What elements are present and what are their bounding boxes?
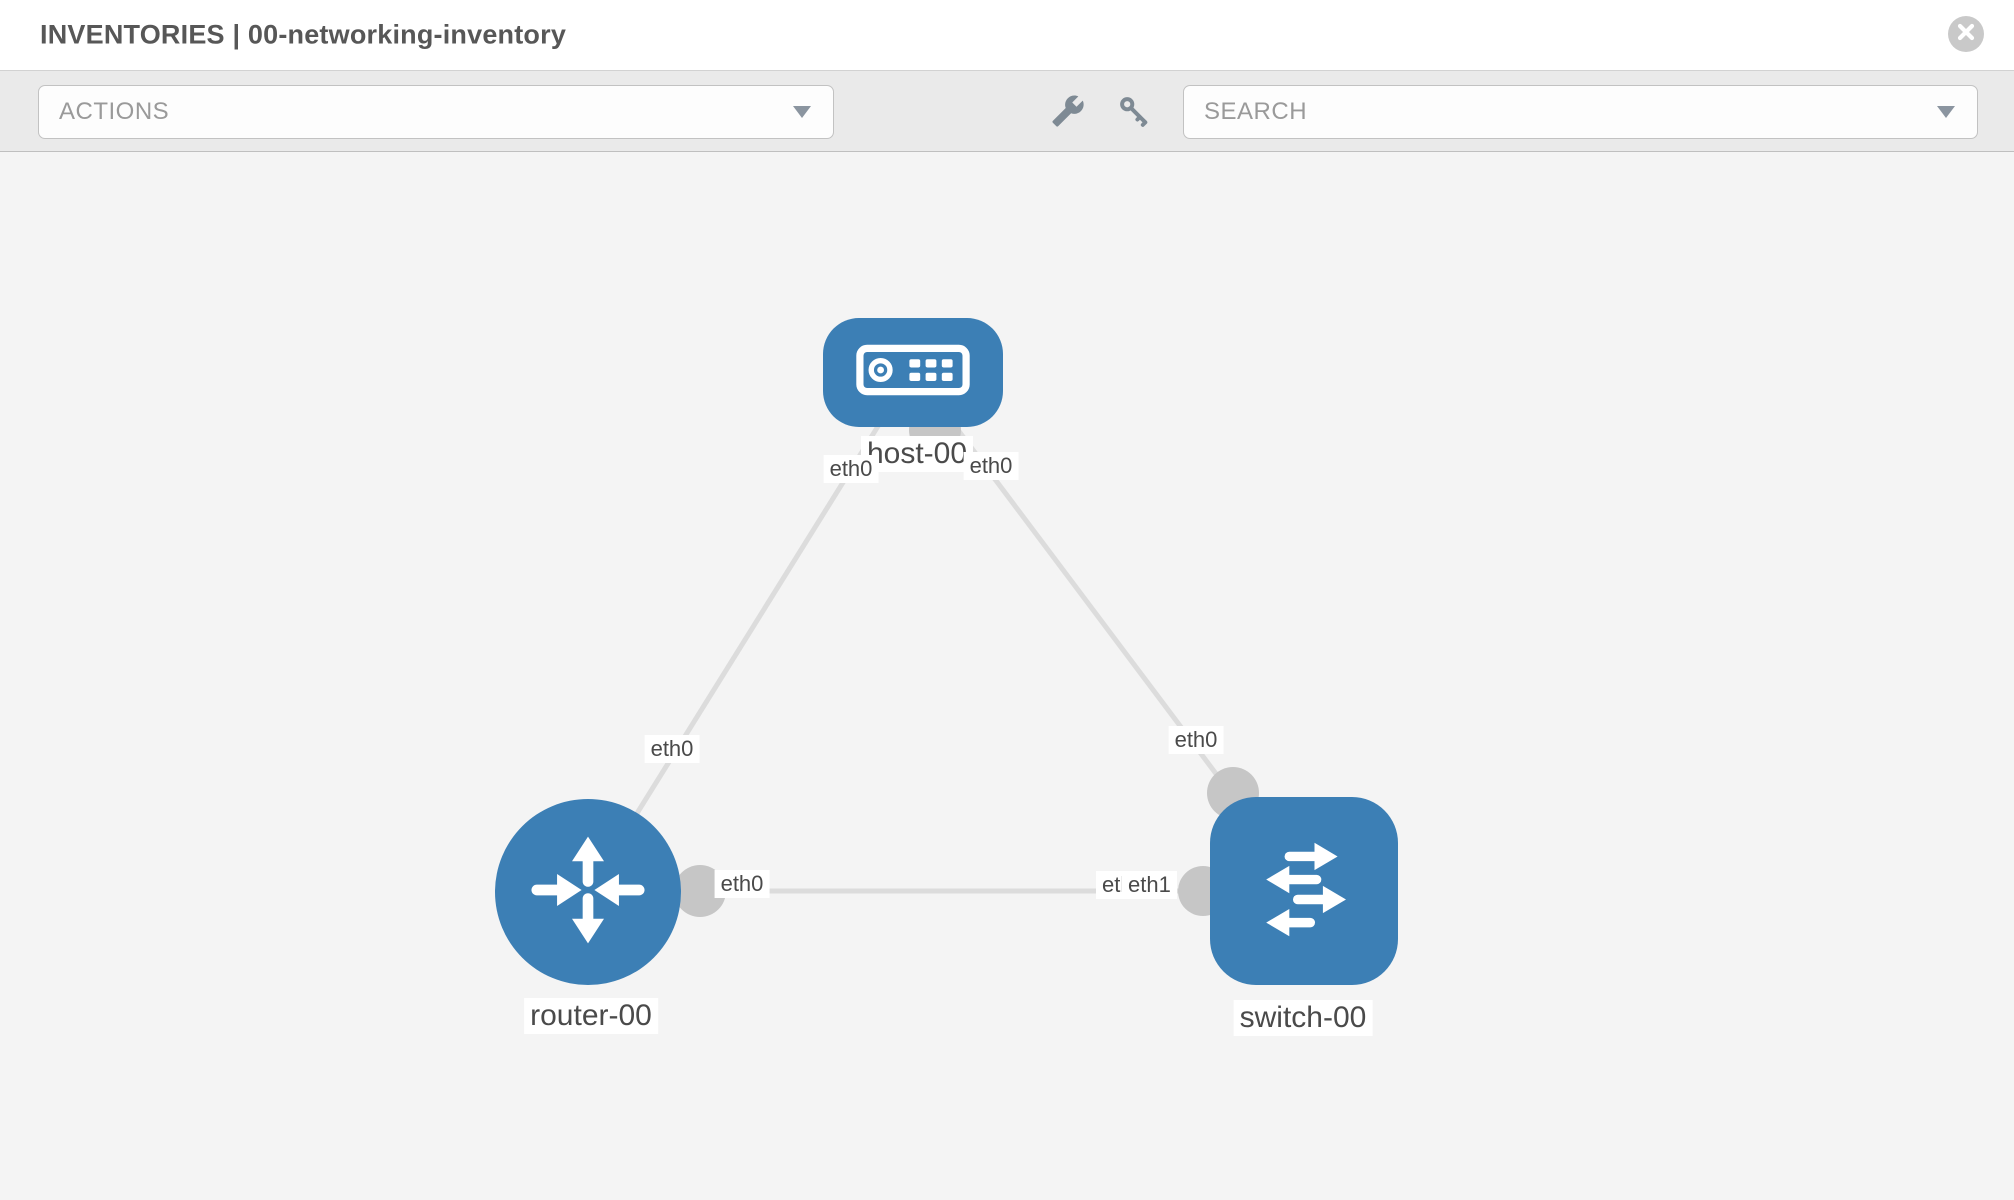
network-credential-button[interactable] — [1112, 93, 1156, 133]
close-icon — [1957, 23, 1975, 46]
endpoint-router — [674, 865, 726, 917]
interface-label: eth0 — [644, 735, 700, 763]
host-icon — [854, 343, 972, 402]
toolbar: ACTIONS SEARCH — [0, 71, 2014, 152]
key-icon — [1117, 94, 1151, 133]
links-layer — [585, 368, 1306, 917]
machine-credential-button[interactable] — [1046, 93, 1090, 133]
interface-label: eth0 — [1168, 726, 1224, 754]
node-host-00[interactable] — [823, 318, 1003, 427]
node-label-router: router-00 — [524, 998, 658, 1034]
wrench-icon — [1051, 94, 1085, 133]
router-icon — [524, 826, 652, 959]
switch-icon — [1241, 826, 1367, 957]
actions-dropdown[interactable]: ACTIONS — [38, 85, 834, 139]
actions-dropdown-label: ACTIONS — [59, 98, 170, 125]
interface-label: eth0 — [714, 870, 770, 898]
close-button[interactable] — [1948, 16, 1984, 52]
chevron-down-icon — [1937, 106, 1955, 118]
node-router-00[interactable] — [495, 799, 681, 985]
chevron-down-icon — [793, 106, 811, 118]
interface-label: eth0 — [823, 455, 879, 483]
node-label-host: host-00 — [860, 436, 974, 472]
search-dropdown-label: SEARCH — [1204, 98, 1308, 125]
interface-label: eth1 — [1122, 871, 1177, 899]
header-bar: INVENTORIES | 00-networking-inventory — [0, 0, 2014, 71]
node-label-switch: switch-00 — [1233, 1000, 1373, 1036]
node-switch-00[interactable] — [1210, 797, 1398, 985]
interface-label: eth0 — [963, 452, 1019, 480]
search-dropdown[interactable]: SEARCH — [1183, 85, 1978, 139]
topology-canvas[interactable]: host-00 router-00 switch-00 eth0 eth0 et… — [0, 152, 2014, 1200]
page-title: INVENTORIES | 00-networking-inventory — [40, 19, 567, 50]
